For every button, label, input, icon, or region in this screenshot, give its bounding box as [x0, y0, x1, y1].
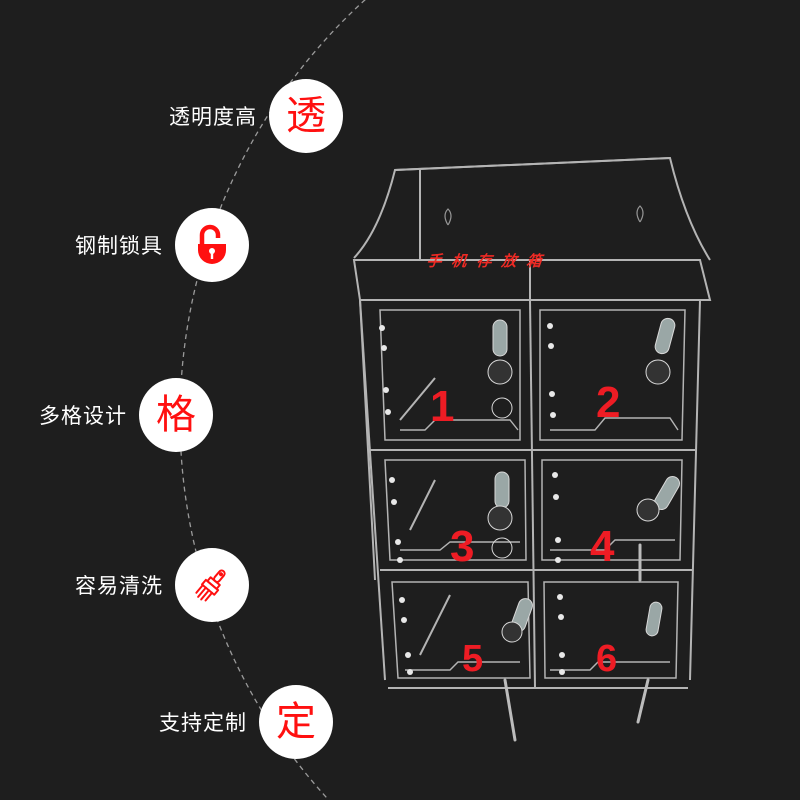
feature-customizable: 支持定制 定	[159, 685, 333, 759]
paint-brush-icon	[195, 569, 226, 602]
feature-easy-clean: 容易清洗	[75, 548, 249, 622]
compartment-number: 3	[450, 522, 475, 571]
feature-label: 钢制锁具	[75, 234, 163, 258]
compartment-number: 4	[590, 522, 615, 571]
badge-char-transparent: 透	[286, 93, 326, 139]
badge-circle: 透	[269, 79, 343, 153]
feature-label: 支持定制	[159, 711, 247, 735]
product-image-locker: 手机存放箱 1 2 3 4 5 6	[340, 150, 720, 750]
unlocked-padlock-icon	[198, 224, 226, 264]
compartment-number: 5	[462, 638, 484, 680]
feature-transparency: 透明度高 透	[169, 79, 343, 153]
compartment-number: 6	[596, 638, 618, 680]
locker-frame	[352, 156, 712, 742]
compartment-number: 2	[596, 378, 621, 427]
feature-multi-grid: 多格设计 格	[39, 378, 213, 452]
badge-char-grid: 格	[156, 392, 196, 438]
badge-char-custom: 定	[276, 699, 316, 745]
feature-steel-lock: 钢制锁具	[75, 208, 249, 282]
feature-label: 容易清洗	[75, 574, 163, 598]
feature-label: 多格设计	[39, 404, 127, 428]
compartment-number: 1	[430, 382, 455, 431]
badge-circle	[175, 208, 249, 282]
badge-circle: 定	[259, 685, 333, 759]
badge-circle	[175, 548, 249, 622]
locker-top-label: 手机存放箱	[424, 252, 557, 270]
feature-label: 透明度高	[169, 105, 257, 129]
badge-circle: 格	[139, 378, 213, 452]
